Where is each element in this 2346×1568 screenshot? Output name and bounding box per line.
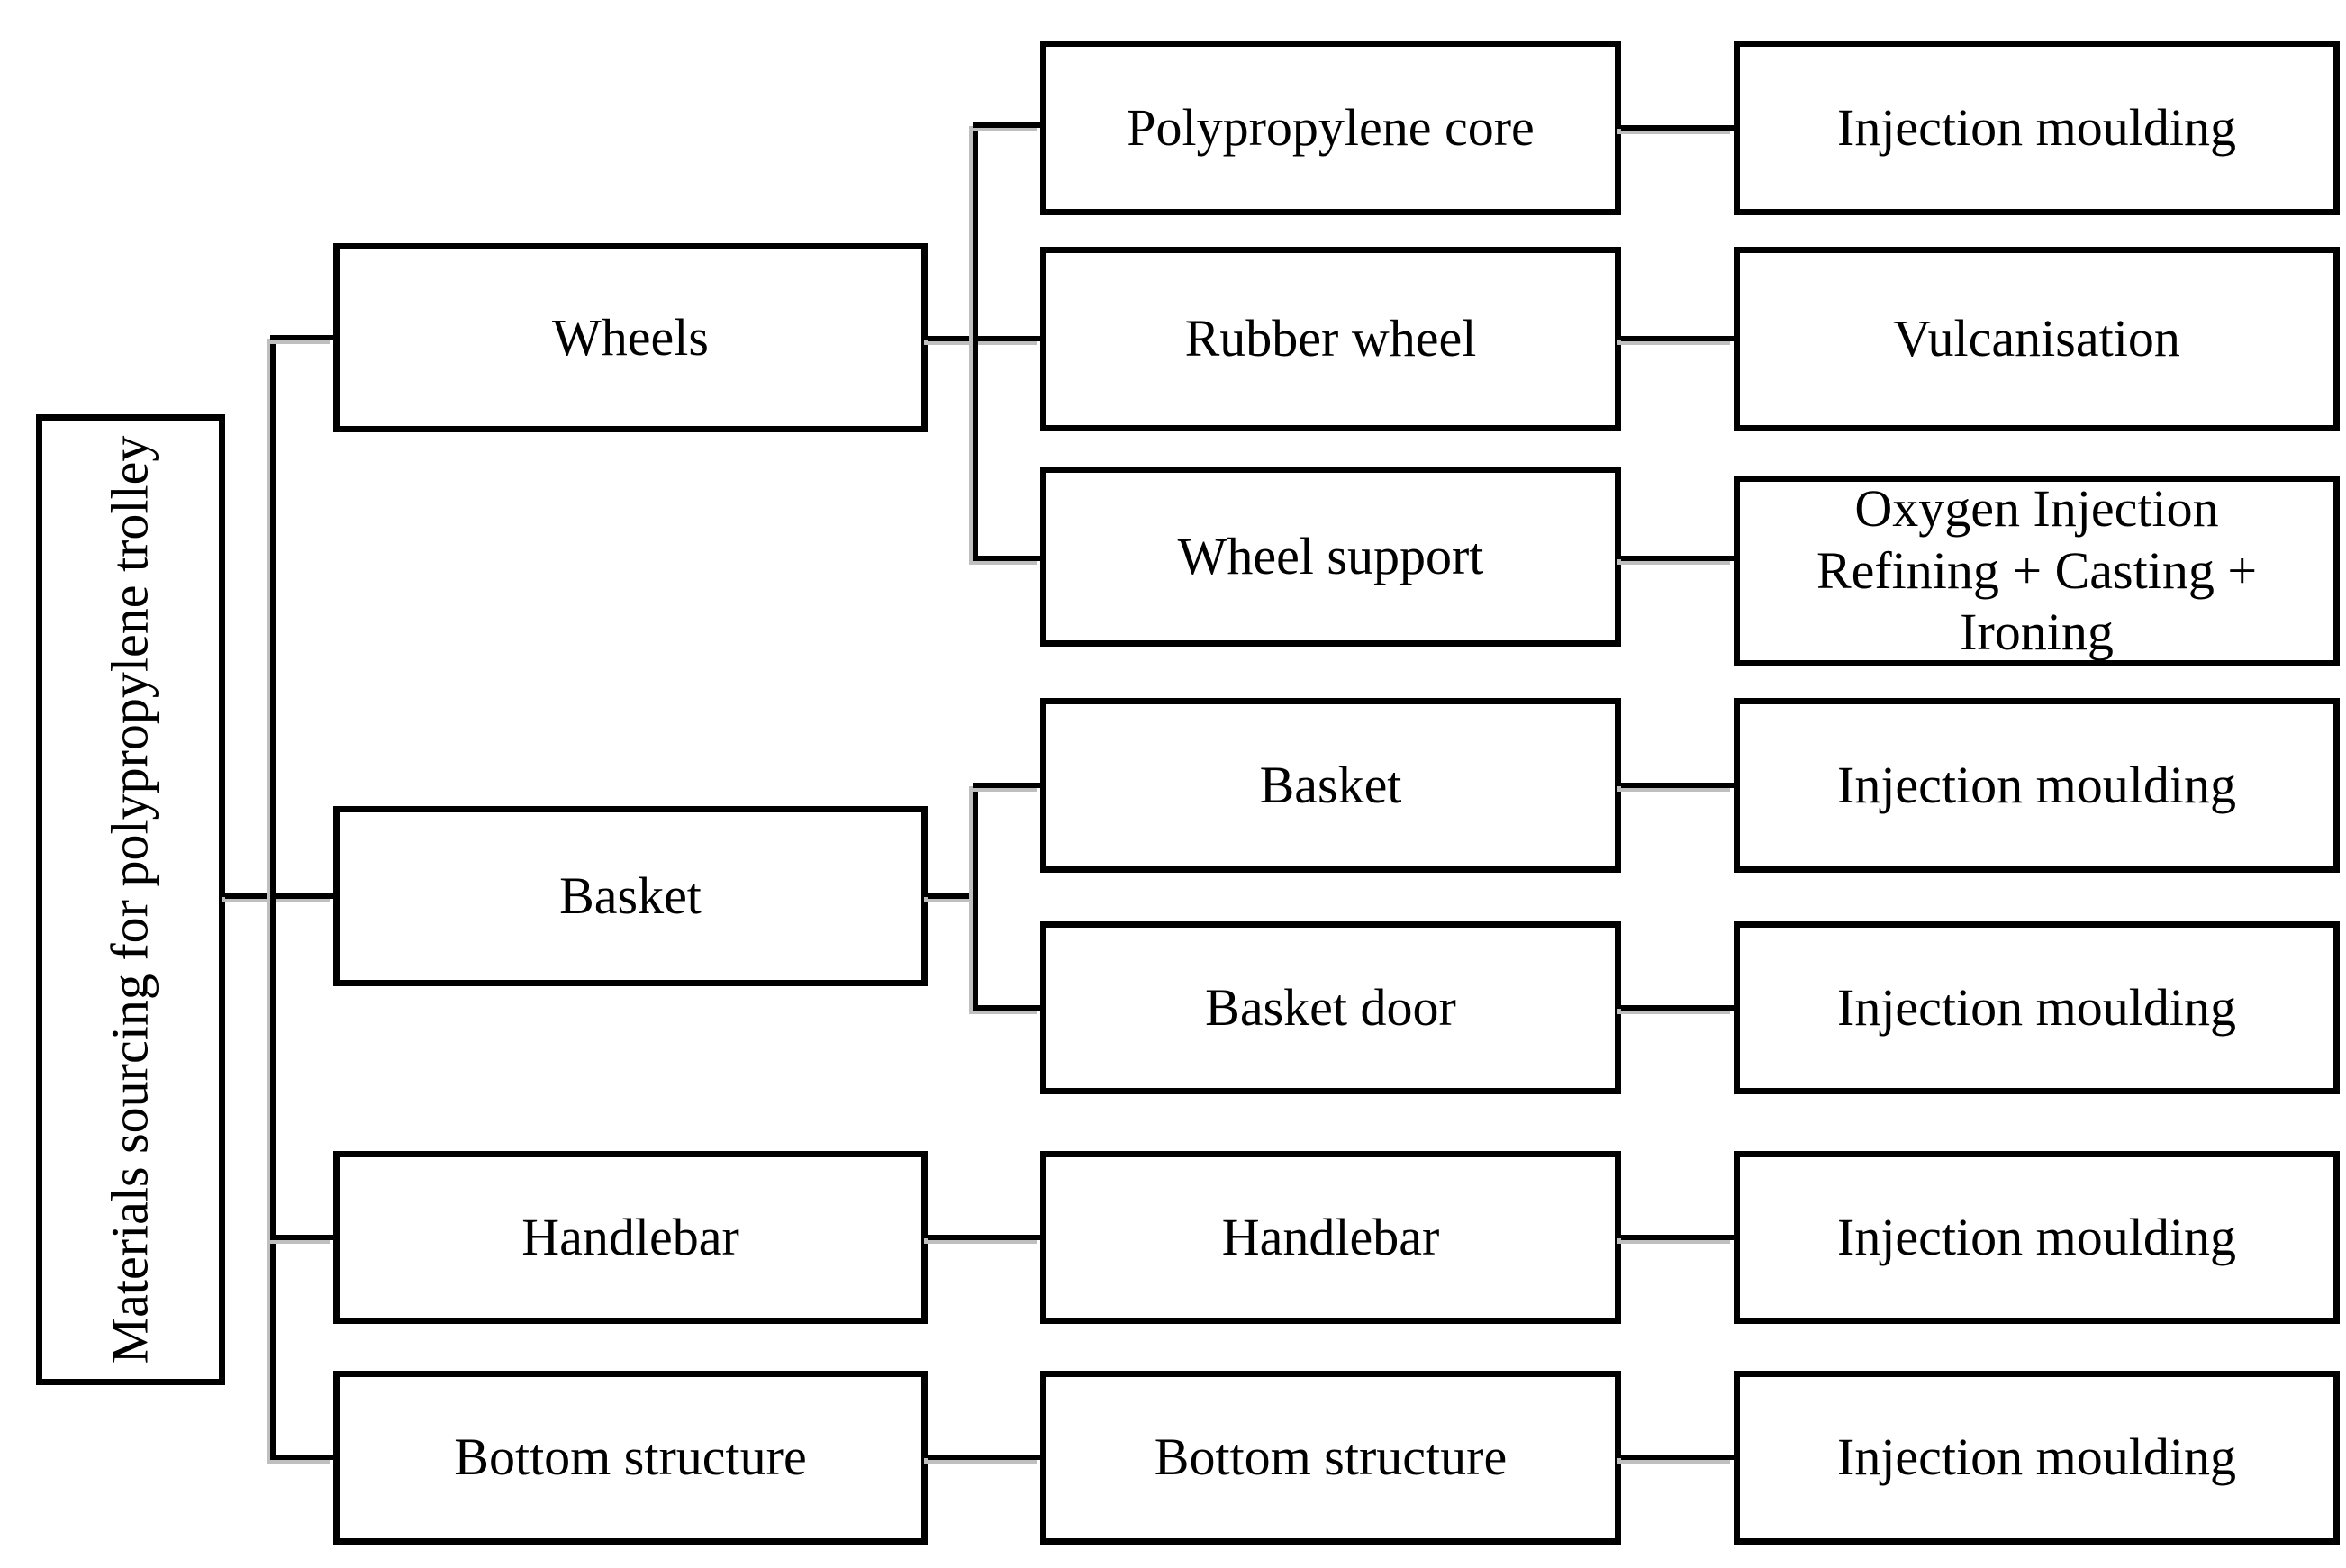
- component-box-wheel-support: Wheel support: [1040, 467, 1621, 647]
- connector-wheel-support-to-process: [1621, 556, 1734, 561]
- process-box-vulcanisation: Vulcanisation: [1734, 247, 2340, 431]
- connector-basket-to-process: [1621, 783, 1734, 788]
- connector-trunk-to-bottom-structure: [270, 1455, 333, 1460]
- connector-basket-bracket-vertical: [973, 783, 978, 1011]
- connector-basket-door-to-process: [1621, 1005, 1734, 1011]
- component-label-handlebar: Handlebar: [1221, 1207, 1440, 1266]
- component-box-polypropylene-core: Polypropylene core: [1040, 41, 1621, 215]
- group-label-wheels: Wheels: [552, 307, 709, 367]
- connector-rubber-wheel-to-process: [1621, 336, 1734, 341]
- process-box-injection-moulding-core: Injection moulding: [1734, 41, 2340, 215]
- group-label-handlebar: Handlebar: [521, 1207, 739, 1266]
- process-box-injection-moulding-handlebar: Injection moulding: [1734, 1151, 2340, 1324]
- process-box-oxygen-injection-refining: Oxygen Injection Refining + Casting + Ir…: [1734, 476, 2340, 666]
- group-box-bottom-structure: Bottom structure: [333, 1371, 928, 1545]
- component-box-basket-door: Basket door: [1040, 921, 1621, 1094]
- group-label-basket: Basket: [559, 866, 702, 925]
- connector-trunk-to-handlebar: [270, 1235, 333, 1240]
- component-label-basket: Basket: [1259, 755, 1402, 814]
- connector-basket-to-basket-door: [973, 1005, 1040, 1011]
- connector-bottom-structure-to-process: [1621, 1455, 1734, 1460]
- component-box-bottom-structure: Bottom structure: [1040, 1371, 1621, 1545]
- component-box-basket: Basket: [1040, 698, 1621, 873]
- connector-wheels-to-polypropylene-core: [973, 122, 1040, 128]
- group-box-wheels: Wheels: [333, 243, 928, 432]
- process-label-injection-moulding-handlebar: Injection moulding: [1837, 1207, 2236, 1266]
- process-label-injection-moulding-bottom: Injection moulding: [1837, 1428, 2236, 1487]
- connector-basket-to-basket: [973, 783, 1040, 788]
- process-box-injection-moulding-bottom: Injection moulding: [1734, 1371, 2340, 1545]
- connector-wheels-to-rubber-wheel: [928, 336, 1040, 341]
- component-label-polypropylene-core: Polypropylene core: [1127, 97, 1535, 157]
- connector-trunk-vertical: [270, 335, 276, 1461]
- process-label-injection-moulding-basket-door: Injection moulding: [1837, 977, 2236, 1037]
- connector-bottom-to-bottom: [928, 1455, 1040, 1460]
- connector-basket-group-stub: [928, 893, 978, 899]
- process-label-injection-moulding-core: Injection moulding: [1837, 97, 2236, 157]
- component-box-handlebar: Handlebar: [1040, 1151, 1621, 1324]
- connector-wheels-to-wheel-support: [973, 556, 1040, 561]
- process-box-injection-moulding-basket: Injection moulding: [1734, 698, 2340, 873]
- process-label-injection-moulding-basket: Injection moulding: [1837, 755, 2236, 814]
- root-box: Materials sourcing for polypropylene tro…: [36, 414, 225, 1385]
- connector-handlebar-to-process: [1621, 1235, 1734, 1240]
- process-box-injection-moulding-basket-door: Injection moulding: [1734, 921, 2340, 1094]
- root-label: Materials sourcing for polypropylene tro…: [100, 435, 159, 1364]
- connector-root-to-basket-group: [225, 893, 333, 899]
- process-label-vulcanisation: Vulcanisation: [1893, 309, 2180, 368]
- component-label-rubber-wheel: Rubber wheel: [1184, 309, 1477, 368]
- component-label-wheel-support: Wheel support: [1177, 526, 1484, 585]
- connector-handlebar-to-handlebar: [928, 1235, 1040, 1240]
- process-label-oxygen-injection-refining: Oxygen Injection Refining + Casting + Ir…: [1816, 479, 2258, 662]
- component-box-rubber-wheel: Rubber wheel: [1040, 247, 1621, 431]
- component-label-bottom-structure: Bottom structure: [1154, 1428, 1508, 1487]
- group-box-basket: Basket: [333, 806, 928, 986]
- connector-trunk-to-wheels: [270, 335, 333, 340]
- component-label-basket-door: Basket door: [1205, 977, 1456, 1037]
- group-label-bottom-structure: Bottom structure: [454, 1428, 807, 1487]
- connector-wheels-bracket-vertical: [973, 122, 978, 561]
- group-box-handlebar: Handlebar: [333, 1151, 928, 1324]
- connector-polypropylene-core-to-process: [1621, 125, 1734, 131]
